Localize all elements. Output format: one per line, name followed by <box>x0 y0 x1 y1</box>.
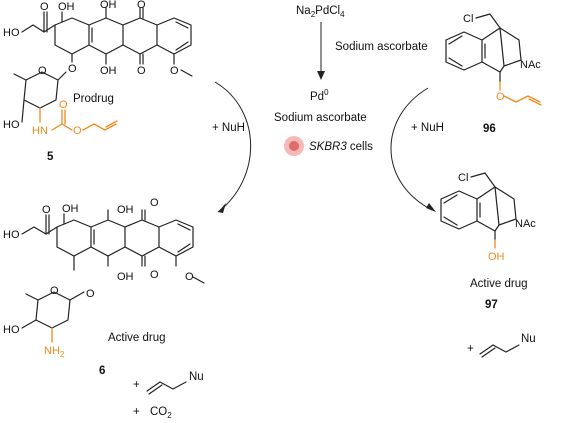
atom-nh2-6: NH2 <box>44 345 65 359</box>
atom-oh-top-ringB-6: OH <box>117 204 134 216</box>
atom-nac-97: NAc <box>515 218 536 230</box>
prodrug-96-structure: Cl NAc O <box>445 13 542 106</box>
left-reaction-arrow <box>214 81 252 213</box>
atom-o-quinone-top-6: O <box>150 197 159 209</box>
cell-icon <box>284 136 304 156</box>
atom-o-sugar: O <box>38 65 47 77</box>
na2pdcl4-label: Na2PdCl4 <box>296 5 345 19</box>
right-arrow-head <box>426 203 436 212</box>
atom-o-methoxy: O <box>170 65 179 77</box>
center-arrow-head <box>317 71 325 80</box>
atom-o-ketone: O <box>40 1 49 13</box>
atom-oh-top-ringB: OH <box>100 0 117 11</box>
active-drug-number-6: 6 <box>99 365 105 377</box>
atom-o-glycoside: O <box>68 63 77 75</box>
sodium-ascorbate-label-2: Sodium ascorbate <box>274 112 367 124</box>
atom-o-carbamate-ester: O <box>73 125 82 137</box>
active-drug-6-structure: HO O OH O O OH OH O O O HO NH2 <box>3 197 205 359</box>
atom-o-quinone-bottom-6: O <box>150 269 159 281</box>
atom-nh-carbamate: HN <box>32 125 48 137</box>
active-drug-6-label: Active drug <box>108 332 166 344</box>
active-drug-number-97: 97 <box>485 299 498 311</box>
atom-cl-97: Cl <box>458 172 468 184</box>
atom-oh-97: OH <box>488 251 505 263</box>
active-drug-97-label: Active drug <box>470 278 528 290</box>
atom-o-ketone-6: O <box>42 204 51 216</box>
atom-o-quinone-top: O <box>137 0 146 11</box>
prodrug-number-5: 5 <box>47 151 54 163</box>
left-byproduct-plus: + <box>133 379 140 391</box>
atom-o-allyl-96: O <box>496 91 505 103</box>
atom-ho-sugar-6: HO <box>3 324 20 336</box>
atom-o-sugar-6: O <box>50 285 59 297</box>
atom-ho-sidechain-6: HO <box>3 229 20 241</box>
atom-o-carbamate-carbonyl: O <box>59 99 68 111</box>
right-allyl-chain <box>479 344 520 355</box>
left-arrow-head <box>218 203 226 213</box>
atom-o-quinone-bottom: O <box>137 65 146 77</box>
left-allyl-chain <box>146 381 187 392</box>
left-byproduct-nu: Nu <box>189 371 204 383</box>
co2-label: CO2 <box>150 406 172 420</box>
pd0-label: Pd0 <box>310 88 329 103</box>
skbr3-label: SKBR3 cells <box>309 141 373 153</box>
atom-oh-ringA: OH <box>58 1 75 13</box>
atom-o-methoxy-6: O <box>185 271 194 283</box>
right-byproduct-nu: Nu <box>521 333 536 345</box>
co2-plus: + <box>133 406 140 418</box>
prodrug-number-96: 96 <box>483 123 496 135</box>
atom-o-glycoside-6: O <box>86 288 95 300</box>
right-nuh-label: + NuH <box>411 122 444 134</box>
atom-oh-bottom-ringB: OH <box>100 65 117 77</box>
left-nuh-label: + NuH <box>212 122 245 134</box>
atom-cl-96: Cl <box>463 13 473 25</box>
active-drug-97-structure: Cl NAc OH <box>440 172 536 263</box>
atom-oh-ringA-6: OH <box>62 203 79 215</box>
prodrug-5-structure: HO O OH O O OH OH O O O HO <box>3 0 193 137</box>
atom-ho-sugar: HO <box>3 119 20 131</box>
atom-ho-sidechain: HO <box>3 27 20 39</box>
right-reaction-arrow <box>390 87 433 211</box>
prodrug-label: Prodrug <box>73 93 114 105</box>
right-byproduct-plus: + <box>467 343 474 355</box>
atom-nac-96: NAc <box>520 59 541 71</box>
sodium-ascorbate-label: Sodium ascorbate <box>335 41 428 53</box>
atom-oh-bottom-ringB-6: OH <box>117 271 134 283</box>
